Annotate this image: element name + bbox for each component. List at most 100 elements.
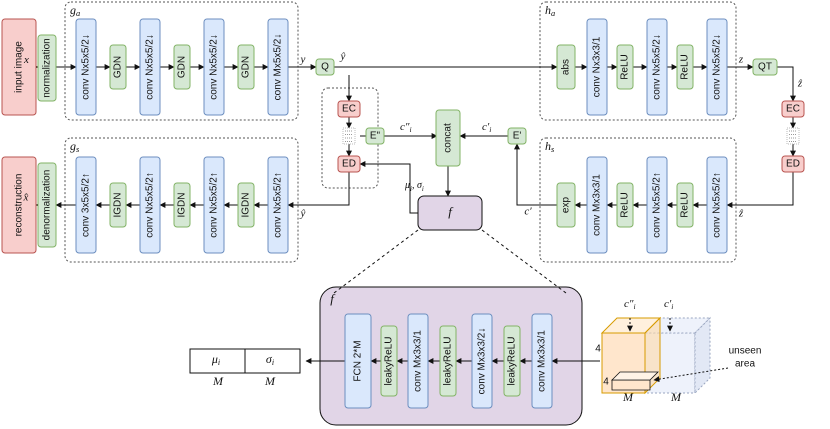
context-e1-block-label: E' [513, 131, 522, 142]
ha-conv-5: conv Nx5x5/2↓ [706, 18, 728, 116]
ed-block-right: ED [781, 155, 805, 173]
quantizer-q-block: Q [315, 58, 335, 76]
hs-relu-4-label: ReLU [680, 192, 691, 218]
gs-igdn-3-label: IGDN [177, 193, 188, 218]
f-conv-6-label: conv Mx3x3/1 [537, 330, 548, 392]
cube-dim-top: 4 [595, 344, 601, 355]
hs-conv-5: conv Nx5x5/2↑ [706, 156, 728, 254]
ha-conv-3-label: conv Nx5x5/2↓ [652, 34, 663, 100]
ed-block-left-label: ED [342, 159, 356, 170]
gs-conv-0-label: conv 3x5x5/2↑ [81, 173, 92, 237]
zoom-line-left [333, 229, 419, 294]
ga-frame [64, 1, 299, 121]
hs-exp: exp [556, 182, 576, 228]
arrow-f-ed [359, 161, 418, 214]
context-e2-block-label: E" [370, 131, 381, 142]
ha-frame [539, 1, 737, 121]
mu-sigma-label: μi, σi [404, 180, 424, 192]
f-block: f [417, 195, 483, 231]
hs-title: hs [545, 139, 554, 154]
gs-igdn-5-label: IGDN [241, 193, 252, 218]
concat-block: concat [435, 109, 461, 167]
ec-block-right-label: EC [786, 104, 800, 115]
ga-conv-0-label: conv Nx5x5/2↓ [81, 34, 92, 100]
unseen-label: unseen [729, 346, 762, 357]
ec-block-left: EC [337, 100, 361, 118]
ha-abs-label: abs [561, 59, 572, 75]
hs-relu-2: ReLU [616, 182, 634, 228]
cube-c2-label: c″i [624, 298, 636, 311]
gs-conv-4-label: conv Nx5x5/2↑ [209, 172, 220, 238]
arrow-zhat-hs [726, 172, 794, 208]
ga-gdn-3: GDN [173, 44, 191, 90]
normalization-block-label: normalization [42, 38, 53, 97]
cube-dim-side: 4 [603, 377, 609, 388]
f-leakyrelu-5-label: leakyReLU [507, 337, 518, 386]
denormalization-block: denormalization [37, 162, 57, 248]
f-leakyrelu-3: leakyReLU [439, 325, 457, 397]
y-hat-label-bottom: ŷ [300, 208, 306, 220]
ha-conv-3: conv Nx5x5/2↓ [646, 18, 668, 116]
x-label: x [23, 54, 29, 66]
ec-block-left-label: EC [342, 104, 356, 115]
hs-exp-label: exp [561, 197, 572, 214]
cube-c1-label: c′i [664, 298, 673, 311]
arrow-hs-e1 [514, 143, 557, 206]
hs-conv-3-label: conv Nx5x5/2↑ [652, 172, 663, 238]
m-label-2: M [264, 374, 276, 388]
y-label: y [300, 54, 306, 66]
quantizer-qt-block-label: QT [758, 62, 772, 73]
gs-conv-4: conv Nx5x5/2↑ [203, 156, 225, 254]
f-conv-2-label: conv Mx3x3/1 [413, 330, 424, 392]
hs-relu-2-label: ReLU [620, 192, 631, 218]
gs-conv-6-label: conv Nx5x5/2↑ [273, 172, 284, 238]
z-hat-label-top: ẑ [797, 78, 803, 90]
z-hat-label-bottom: ẑ [738, 208, 744, 220]
gs-conv-2-label: conv Nx5x5/2↑ [145, 172, 156, 238]
mu-cell: μi [211, 352, 220, 367]
zoom-line-right [481, 229, 567, 294]
ha-conv-1-label: conv Nx3x3/1 [592, 36, 603, 97]
sigma-cell: σi [266, 352, 274, 367]
ga-gdn-5: GDN [237, 44, 255, 90]
context-e2-block: E" [365, 127, 385, 145]
f-conv-2: conv Mx3x3/1 [407, 313, 429, 409]
ec-block-right: EC [781, 100, 805, 118]
cube-m-back: M [670, 390, 682, 404]
c2-label: c″i [400, 121, 412, 134]
gs-igdn-5: IGDN [237, 182, 255, 228]
y-hat-label: ŷ [340, 51, 346, 63]
gs-frame [64, 137, 299, 263]
hs-conv-5-label: conv Nx5x5/2↑ [712, 172, 723, 238]
gs-conv-0: conv 3x5x5/2↑ [75, 156, 97, 254]
ga-conv-6: conv Mx5x5/2↓ [267, 18, 289, 116]
m-label-1: M [212, 374, 224, 388]
ha-conv-1: conv Nx3x3/1 [586, 18, 608, 116]
reconstruction-block: reconstruction [1, 156, 37, 254]
ga-gdn-1: GDN [109, 44, 127, 90]
ga-conv-2: conv Nx5x5/2↓ [139, 18, 161, 116]
ga-conv-4: conv Nx5x5/2↓ [203, 18, 225, 116]
f-conv-4: conv Mx3x3/2↓ [471, 313, 493, 409]
gs-igdn-1-label: IGDN [113, 193, 124, 218]
hs-relu-4: ReLU [676, 182, 694, 228]
ga-conv-6-label: conv Mx5x5/2↓ [273, 34, 284, 101]
c-prime-label: c′ [524, 206, 532, 218]
ha-relu-2-label: ReLU [620, 54, 631, 80]
concat-block-label: concat [443, 123, 454, 153]
f-block-label: f [448, 204, 454, 219]
f-fcn-label: FCN 2*M [353, 340, 364, 381]
bitstream-icon [342, 127, 356, 145]
cube-m-front: M [622, 390, 634, 404]
context-e1-block: E' [507, 127, 527, 145]
bitstream-icon [786, 127, 800, 145]
input-image-block-label: input image [14, 41, 25, 93]
ga-conv-4-label: conv Nx5x5/2↓ [209, 34, 220, 100]
ha-conv-5-label: conv Nx5x5/2↓ [712, 34, 723, 100]
ga-title: ga [70, 3, 80, 18]
context-cube-illustration [600, 316, 729, 395]
f-leakyrelu-5: leakyReLU [503, 325, 521, 397]
output-table: μi σi [189, 348, 301, 374]
f-fcn: FCN 2*M [344, 313, 372, 409]
